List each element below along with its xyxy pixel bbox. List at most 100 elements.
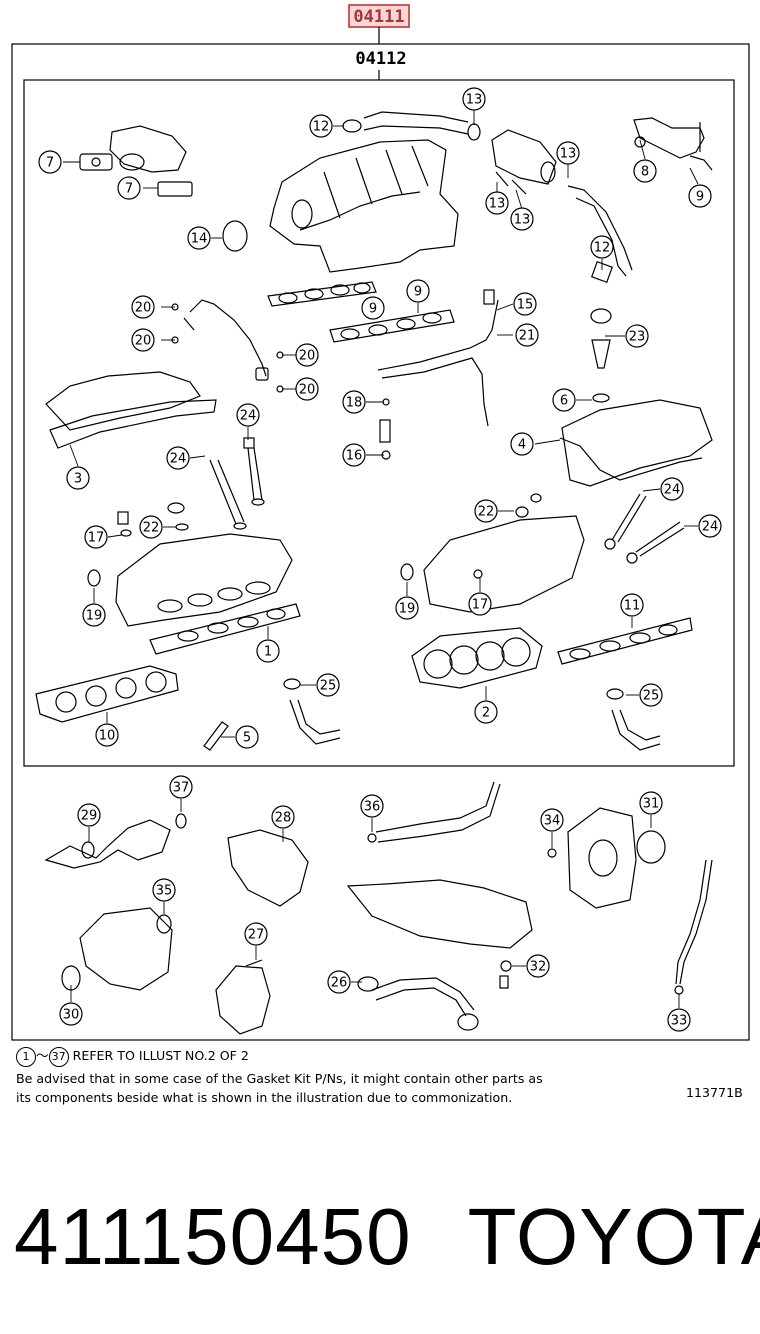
injector-parts (379, 398, 391, 460)
callout-number: 18 (346, 396, 363, 411)
callout-number: 20 (135, 334, 152, 349)
water-pipe-36 (367, 781, 501, 843)
egr-pipe (567, 185, 633, 284)
callout-circle (316, 673, 340, 697)
callout-24: 24 (698, 514, 722, 538)
cylinder-head-cover-right (559, 399, 713, 487)
callout-number: 13 (489, 197, 506, 212)
callout-14: 14 (187, 226, 211, 250)
callout-16: 16 (342, 443, 366, 467)
callout-33: 33 (667, 1008, 691, 1032)
callout-number: 37 (173, 781, 190, 796)
callout-circle (187, 226, 211, 250)
refer-note: 1～37 REFER TO ILLUST NO.2 OF 2 (16, 1046, 249, 1067)
footer-caption: 411150450TOYOTA (14, 1182, 760, 1292)
callout-number: 7 (125, 182, 133, 197)
water-by-pass-pipes-25 (283, 678, 661, 751)
callout-number: 2 (482, 706, 490, 721)
cylinder-head-cover-left (45, 371, 217, 449)
callout-number: 26 (331, 976, 348, 991)
callout-9: 9 (688, 184, 712, 208)
callout-circle (342, 390, 366, 414)
callout-number: 22 (478, 505, 495, 520)
callout-32: 32 (526, 954, 550, 978)
callout-13: 13 (462, 87, 486, 111)
exhaust-gasket-10 (35, 665, 179, 723)
callout-19: 19 (395, 596, 419, 620)
callout-7: 7 (117, 176, 141, 200)
callout-number: 19 (86, 609, 103, 624)
seals-19 (87, 502, 414, 587)
callout-1: 1 (256, 639, 280, 663)
callout-circle (256, 639, 280, 663)
callout-13: 13 (485, 191, 509, 215)
gasket-7b-shape (157, 181, 193, 197)
callout-circle (235, 725, 259, 749)
egr-valve (491, 129, 557, 195)
callout-number: 36 (364, 800, 381, 815)
callout-17: 17 (468, 592, 492, 616)
callout-25: 25 (639, 683, 663, 707)
cylinder-head-right (423, 515, 585, 613)
callout-20: 20 (131, 328, 155, 352)
callout-27: 27 (244, 922, 268, 946)
callout-circle (236, 403, 260, 427)
gasket-kit-illustration: 04111 04112 7714121313131389129920202020… (11, 4, 750, 1041)
callout-17: 17 (84, 525, 108, 549)
callout-circle (625, 324, 649, 348)
callout-circle (552, 388, 576, 412)
callout-number: 7 (46, 156, 54, 171)
callout-circle (295, 343, 319, 367)
valve-set-right (515, 493, 685, 564)
callout-circle (590, 235, 614, 259)
callout-circle (295, 377, 319, 401)
callout-number: 23 (629, 330, 646, 345)
callout-circle (84, 525, 108, 549)
callout-number: 21 (519, 329, 536, 344)
callout-circle (152, 878, 176, 902)
callout-number: 17 (88, 531, 105, 546)
gasket-7a-shape (79, 153, 113, 171)
callout-20: 20 (295, 343, 319, 367)
callout-circle (82, 603, 106, 627)
callout-number: 32 (530, 960, 547, 975)
callout-34: 34 (540, 808, 564, 832)
callout-number: 20 (135, 301, 152, 316)
callout-number: 9 (414, 285, 422, 300)
callout-18: 18 (342, 390, 366, 414)
callout-number: 1 (264, 645, 272, 660)
callout-circle (639, 791, 663, 815)
range-end-circle: 37 (48, 1046, 69, 1067)
valve-set-left (209, 437, 265, 530)
callout-number: 6 (560, 394, 568, 409)
callout-number: 19 (399, 602, 416, 617)
front-case (79, 907, 173, 991)
intake-gaskets-9 (267, 281, 455, 343)
callout-number: 30 (63, 1008, 80, 1023)
callout-circle (77, 803, 101, 827)
dipstick-tube-left (183, 299, 269, 381)
callout-number: 16 (346, 449, 363, 464)
refer-text: REFER TO ILLUST NO.2 OF 2 (72, 1048, 249, 1063)
callout-number: 11 (624, 599, 641, 614)
callout-number: 10 (99, 729, 116, 744)
callout-30: 30 (59, 1002, 83, 1026)
callout-number: 4 (518, 438, 526, 453)
callout-circle (169, 775, 193, 799)
callout-number: 24 (240, 409, 257, 424)
callout-circle (526, 954, 550, 978)
callout-circle (510, 207, 534, 231)
callout-26: 26 (327, 970, 351, 994)
callout-11: 11 (620, 593, 644, 617)
callout-circle (360, 794, 384, 818)
air-pipe (342, 111, 481, 141)
callout-circle (468, 592, 492, 616)
advice-line-1: Be advised that in some case of the Gask… (16, 1071, 543, 1086)
callout-12: 12 (590, 235, 614, 259)
range-separator: ～ (36, 1048, 49, 1063)
callout-3: 3 (66, 466, 90, 490)
illustration-id: 113771B (686, 1085, 743, 1100)
outer-frame (11, 43, 750, 1041)
callout-2: 2 (474, 700, 498, 724)
exhaust-gasket-11 (557, 617, 693, 665)
